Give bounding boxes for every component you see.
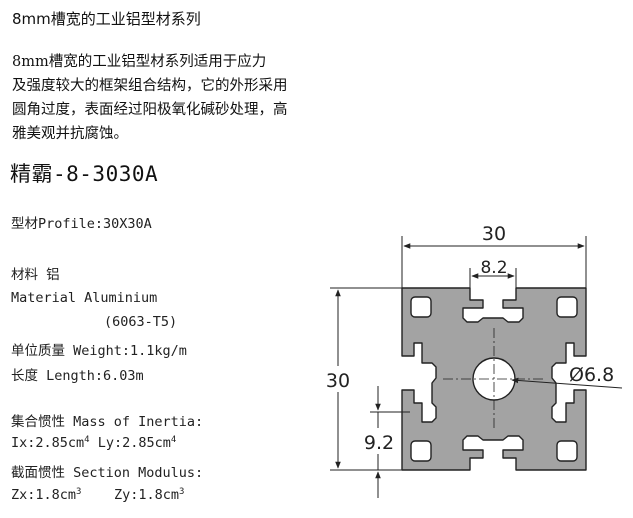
spec-zy: Zy:1.8cm (113, 487, 179, 503)
spec-material-en: Material Aluminium (11, 290, 158, 306)
series-title: 8mm槽宽的工业铝型材系列 (12, 10, 201, 28)
description-line: 雅美观并抗腐蚀。 (12, 126, 128, 142)
spec-inertia-label: 集合惯性 Mass of Inertia: (11, 414, 204, 430)
spec-zy-exponent: 3 (179, 487, 185, 497)
spec-ly: Ly:2.85cm (97, 435, 171, 451)
spec-material-cn: 材料 铝 (11, 267, 60, 283)
description: 8mm槽宽的工业铝型材系列适用于应力 及强度较大的框架组合结构，它的外形采用 圆… (12, 50, 380, 146)
dim-offset-value: 9.2 (364, 432, 394, 454)
corner-hole-bottom-left (410, 440, 432, 462)
spec-modulus-values: Zx:1.8cm3 Zy:1.8cm3 (11, 487, 184, 503)
spec-modulus-label: 截面惯性 Section Modulus: (11, 465, 204, 481)
corner-hole-top-right (556, 296, 578, 318)
spec-profile: 型材Profile:30X30A (11, 216, 152, 232)
corner-hole-top-left (410, 296, 432, 318)
description-line: 圆角过度，表面经过阳极氧化碱砂处理，高 (12, 102, 288, 118)
spec-length: 长度 Length:6.03m (11, 368, 144, 384)
model-name: 精霸-8-3030A (10, 162, 159, 186)
dim-hole-leader (511, 377, 623, 389)
description-line: 及强度较大的框架组合结构，它的外形采用 (12, 78, 288, 94)
spec-zx: Zx:1.8cm (11, 487, 77, 503)
spec-weight: 单位质量 Weight:1.1kg/m (11, 343, 187, 359)
profile-drawing: 30 8.2 30 9.2 Ø6.8 (318, 223, 623, 498)
dim-slot-value: 8.2 (480, 258, 507, 278)
spec-ix: Ix:2.85cm (11, 435, 85, 451)
dim-height-value: 30 (326, 370, 350, 392)
spec-inertia-values: Ix:2.85cm4 Ly:2.85cm4 (11, 435, 176, 451)
spec-ix-exponent: 4 (84, 435, 90, 445)
description-line: 8mm槽宽的工业铝型材系列适用于应力 (12, 54, 267, 70)
dim-hole-value: Ø6.8 (569, 364, 614, 386)
spec-zx-exponent: 3 (76, 487, 82, 497)
dim-width-value: 30 (482, 223, 506, 245)
corner-hole-bottom-right (556, 440, 578, 462)
spec-ly-exponent: 4 (170, 435, 177, 445)
spec-material-grade: (6063-T5) (104, 314, 178, 330)
